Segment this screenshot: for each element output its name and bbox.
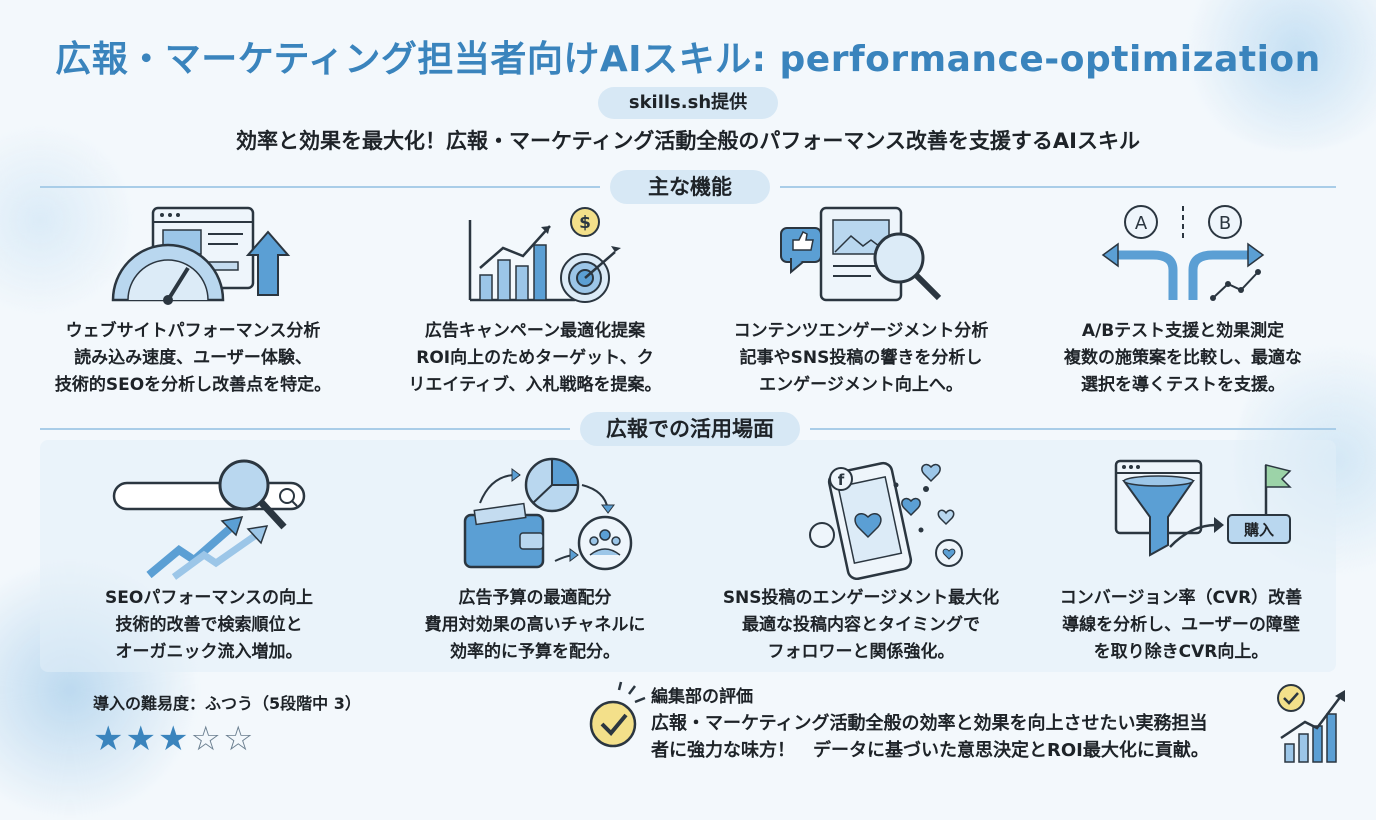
section-divider (810, 428, 1336, 430)
usecase-title: コンバージョン率（CVR）改善 (1059, 588, 1303, 608)
usecase-card-sns: f SNS投稿のエンゲージメント最大化 最適な投稿内容とタイミングで フォロワー… (696, 455, 1026, 662)
feature-desc: 技術的SEOを分析し改善点を特定。 (54, 375, 332, 395)
feature-desc: ROI向上のためターゲット、ク (416, 348, 654, 368)
growth-chart-target-icon: $ (468, 207, 621, 303)
features-heading: 主な機能 (610, 170, 770, 204)
feature-desc: リエイティブ、入札戦略を提案。 (408, 375, 662, 395)
review-title: 編集部の評価 (651, 687, 753, 707)
usecase-card-cvr: 購入 コンバージョン率（CVR）改善 導線を分析し、ユーザーの障壁 を取り除きC… (1016, 455, 1346, 662)
ab-split-arrows-icon: A B (1101, 205, 1265, 301)
usecases-heading: 広報での活用場面 (580, 412, 800, 446)
difficulty-stars: ★★★☆☆ (93, 722, 255, 756)
feature-card-ab-testing: A B A/Bテスト支援と効果測定 複数の施策案を比較し、最適な 選択を導くテス… (1018, 200, 1348, 395)
star-filled-icon: ★ (157, 719, 189, 759)
usecase-title: SEOパフォーマンスの向上 (105, 588, 313, 608)
search-bar-growth-icon (112, 459, 306, 580)
usecase-desc: 技術的改善で検索順位と (115, 615, 303, 635)
phone-hearts-icon: f (809, 461, 963, 580)
star-empty-icon: ☆ (190, 719, 221, 759)
content-magnifier-icon (780, 206, 942, 302)
facebook-letter: f (838, 471, 845, 489)
review-line: 者に強力な味方！ データに基づいた意思決定とROI最大化に貢献。 (651, 740, 1209, 761)
section-divider (40, 186, 600, 188)
usecase-title: SNS投稿のエンゲージメント最大化 (722, 588, 1000, 608)
funnel-flag-icon: 購入 (1114, 459, 1292, 557)
purchase-label: 購入 (1243, 521, 1274, 539)
section-divider (780, 186, 1336, 188)
star-filled-icon: ★ (125, 719, 156, 759)
variant-a-label: A (1135, 213, 1148, 234)
usecase-desc: オーガニック流入増加。 (115, 642, 303, 662)
growth-check-icon (1277, 684, 1345, 763)
feature-desc: エンゲージメント向上へ。 (759, 375, 963, 395)
feature-card-web-performance: ウェブサイトパフォーマンス分析 読み込み速度、ユーザー体験、 技術的SEOを分析… (28, 200, 358, 395)
usecase-desc: フォロワーと関係強化。 (767, 642, 955, 662)
speedometer-webpage-icon (111, 206, 291, 305)
usecase-desc: 効率的に予算を配分。 (450, 642, 620, 662)
provider-badge: skills.sh提供 (598, 87, 778, 119)
star-empty-icon: ☆ (222, 719, 254, 759)
feature-title: コンテンツエンゲージメント分析 (733, 321, 989, 341)
feature-title: A/Bテスト支援と効果測定 (1081, 321, 1285, 341)
feature-desc: 複数の施策案を比較し、最適な (1064, 348, 1302, 368)
check-badge-icon (589, 681, 646, 748)
review-text: 広報・マーケティング活動全般の効率と効果を向上させたい実務担当 者に強力な味方！… (651, 710, 1271, 764)
dollar-sign: $ (579, 213, 591, 233)
feature-card-content-engagement: コンテンツエンゲージメント分析 記事やSNS投稿の響きを分析し エンゲージメント… (696, 200, 1026, 395)
star-filled-icon: ★ (93, 719, 124, 759)
feature-desc: 読み込み速度、ユーザー体験、 (74, 348, 312, 368)
usecase-desc: を取り除きCVR向上。 (1093, 642, 1269, 662)
tagline: 効率と効果を最大化！広報・マーケティング活動全般のパフォーマンス改善を支援するA… (236, 129, 1140, 153)
feature-desc: 選択を導くテストを支援。 (1081, 375, 1285, 395)
feature-card-ad-optimization: $ 広告キャンペーン最適化提案 ROI向上のためターゲット、ク リエイティブ、入… (370, 200, 700, 395)
usecase-desc: 最適な投稿内容とタイミングで (742, 615, 980, 635)
usecase-desc: 費用対効果の高いチャネルに (424, 615, 646, 635)
wallet-pie-cycle-icon (463, 457, 633, 571)
variant-b-label: B (1219, 213, 1231, 234)
usecase-desc: 導線を分析し、ユーザーの障壁 (1062, 615, 1300, 635)
usecase-title: 広告予算の最適配分 (458, 588, 612, 608)
review-line: 広報・マーケティング活動全般の効率と効果を向上させたい実務担当 (651, 713, 1208, 734)
feature-title: 広告キャンペーン最適化提案 (424, 321, 646, 341)
feature-title: ウェブサイトパフォーマンス分析 (65, 321, 321, 341)
section-divider (40, 428, 570, 430)
usecase-card-budget: 広告予算の最適配分 費用対効果の高いチャネルに 効率的に予算を配分。 (370, 455, 700, 662)
usecase-card-seo: SEOパフォーマンスの向上 技術的改善で検索順位と オーガニック流入増加。 (44, 455, 374, 662)
difficulty-label: 導入の難易度：ふつう（5段階中 3） (93, 694, 361, 713)
feature-desc: 記事やSNS投稿の響きを分析し (739, 348, 983, 368)
page-title: 広報・マーケティング担当者向けAIスキル: performance-optimi… (55, 39, 1321, 80)
